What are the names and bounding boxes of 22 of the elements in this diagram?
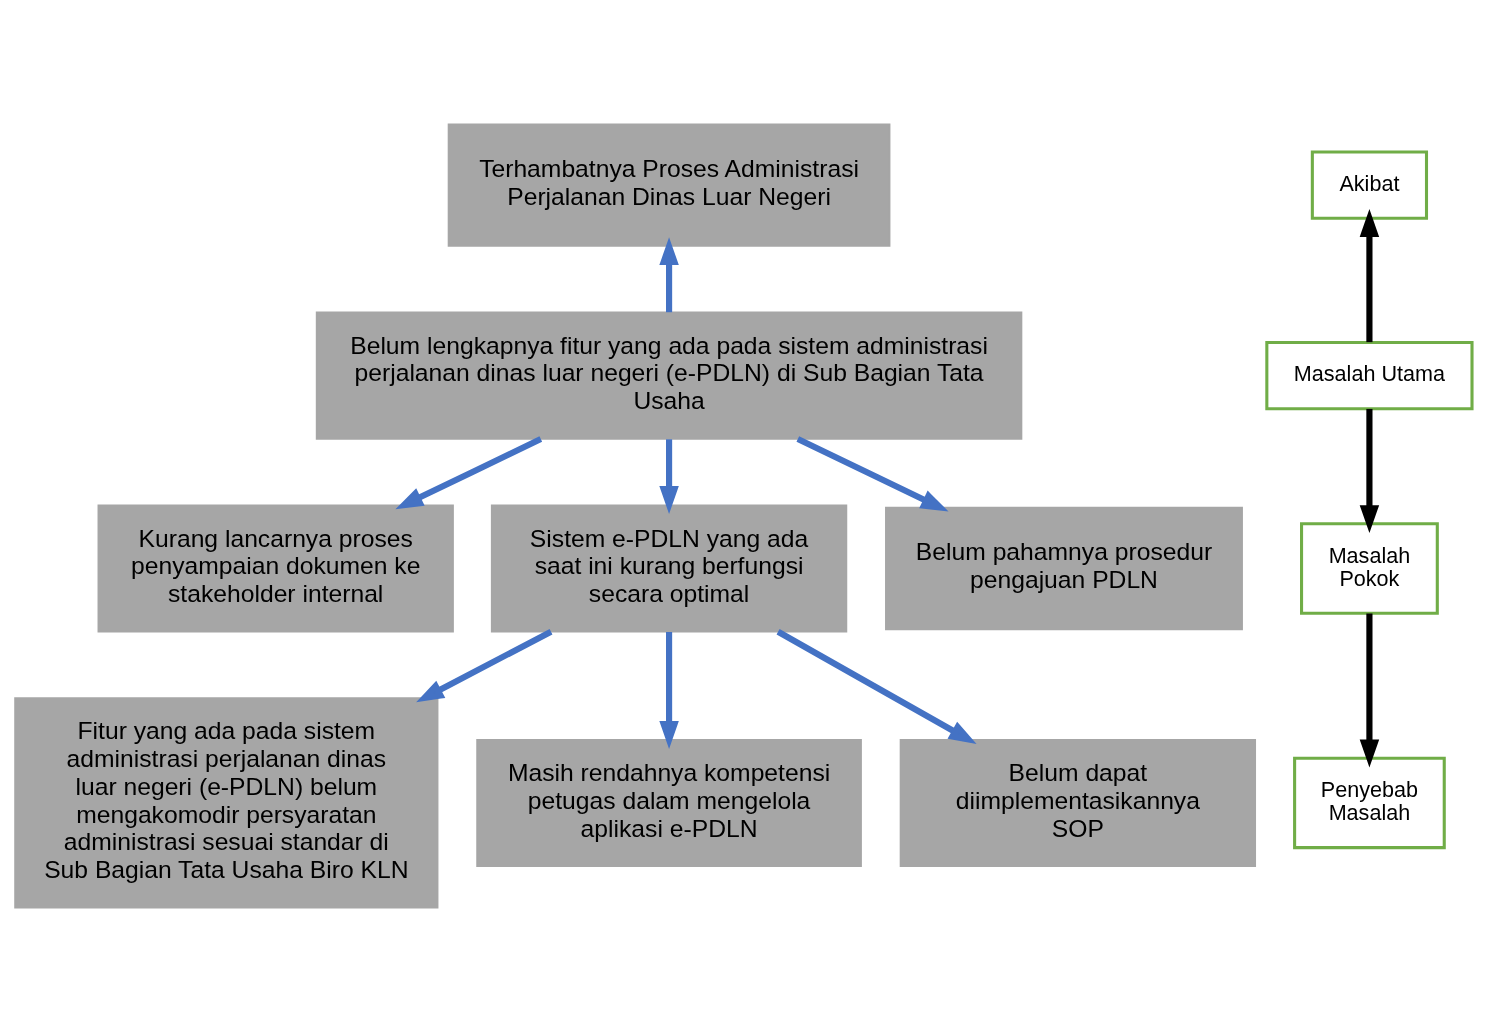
node-box: Masalah Utama (1265, 340, 1474, 411)
arrow (659, 237, 679, 313)
node-box: Belum dapat diimplementasikannya SOP (899, 738, 1257, 867)
arrow (776, 629, 977, 745)
node-box: Fitur yang ada pada sistem administrasi perjalanan dinas luar negeri (e-PDLN) belum mengakomodir persyaratan administrasi sesuai standar di Sub Bagian Tata Usaha Biro KLN (14, 697, 439, 909)
arrow (1359, 408, 1380, 533)
arrow (796, 436, 949, 512)
node-box: Belum lengkapnya fitur yang ada pada sistem administrasi perjalanan dinas luar negeri (e-PDLN) di Sub Bagian Tata Usaha (315, 311, 1023, 440)
arrow (1359, 613, 1380, 768)
arrow (1359, 209, 1380, 343)
arrow (395, 436, 543, 510)
node-box: Belum pahamnya prosedur pengajuan PDLN (885, 506, 1243, 631)
node-box: Sistem e-PDLN yang ada saat ini kurang berfungsi secara optimal (490, 504, 848, 633)
arrow (416, 628, 553, 703)
node-box: Terhambatnya Proses Administrasi Perjalanan Dinas Luar Negeri (447, 123, 891, 247)
node-box: Penyebab Masalah (1293, 756, 1446, 850)
node-box: Kurang lancarnya proses penyampaian dokumen ke stakeholder internal (97, 504, 454, 633)
node-box: Akibat (1310, 150, 1429, 220)
arrow (659, 439, 679, 514)
node-box: Masih rendahnya kompetensi petugas dalam mengelola aplikasi e-PDLN (476, 738, 862, 867)
node-box: Masalah Pokok (1300, 522, 1439, 615)
arrow (659, 632, 679, 749)
